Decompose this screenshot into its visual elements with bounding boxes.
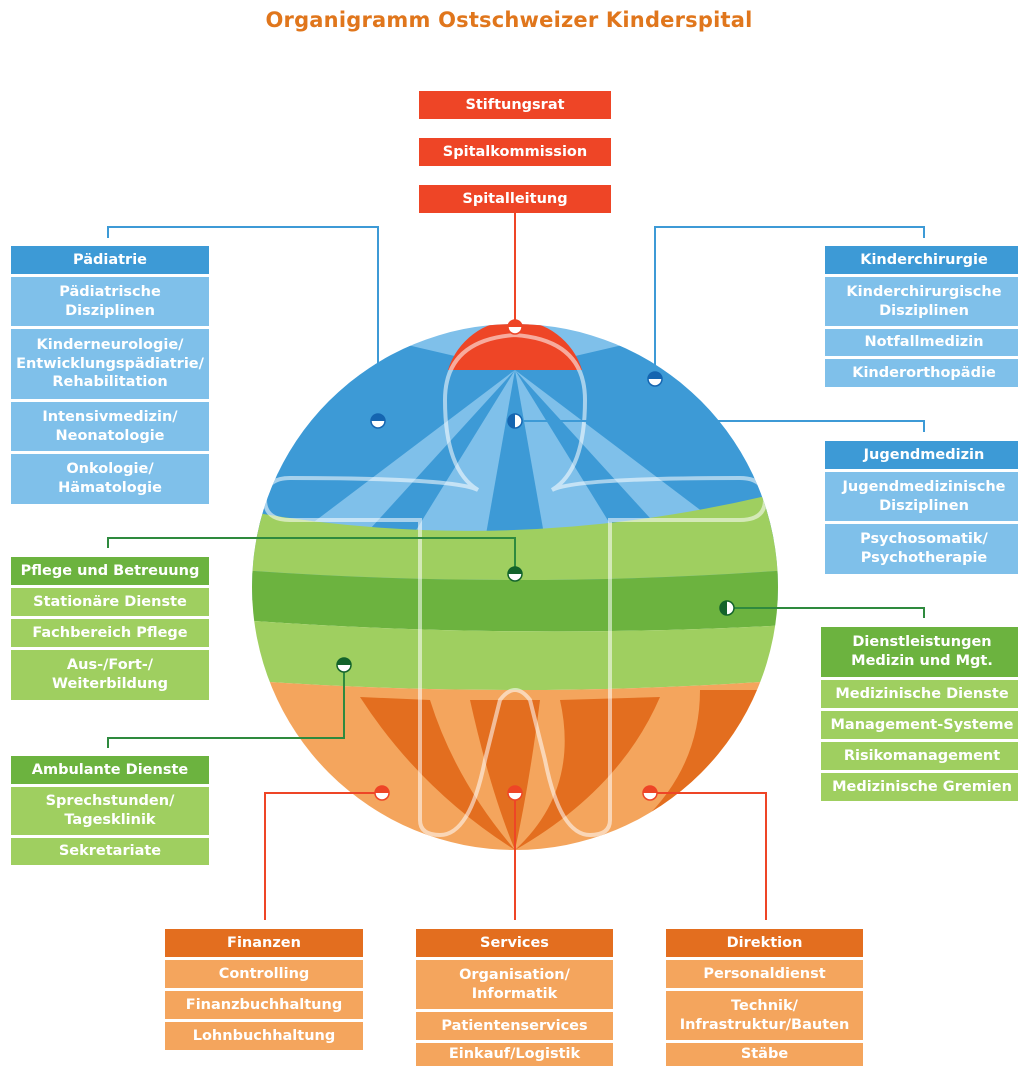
item-medizinische-gremien: Medizinische Gremien [821, 773, 1018, 801]
header-services: Services [416, 929, 613, 957]
item-jugendmedizinische-disziplinen: Jugendmedizinische Disziplinen [825, 472, 1018, 521]
item-stationaere-dienste: Stationäre Dienste [11, 588, 209, 616]
dot-finanzen [374, 785, 390, 801]
item-kinderneurologie: Kinderneurologie/ Entwicklungspädiatrie/… [11, 329, 209, 399]
dot-jugendmedizin [507, 413, 523, 429]
item-kinderorthopaedie: Kinderorthopädie [825, 359, 1018, 387]
item-paediatrische-disziplinen: Pädiatrische Disziplinen [11, 277, 209, 326]
dot-pflege [507, 566, 523, 582]
page-title: Organigramm Ostschweizer Kinderspital [265, 8, 753, 32]
item-psychosomatik: Psychosomatik/ Psychotherapie [825, 524, 1018, 574]
dot-ambulant [336, 657, 352, 673]
connector-lines [107, 213, 925, 920]
dot-dienstleistungen [719, 600, 735, 616]
item-onkologie: Onkologie/ Hämatologie [11, 454, 209, 504]
item-notfallmedizin: Notfallmedizin [825, 329, 1018, 356]
dot-services [507, 785, 523, 801]
item-personaldienst: Personaldienst [666, 960, 863, 988]
item-kinderchirurgische-disziplinen: Kinderchirurgische Disziplinen [825, 277, 1018, 326]
item-finanzbuchhaltung: Finanzbuchhaltung [165, 991, 363, 1019]
marker-dots [336, 319, 735, 801]
item-einkauf: Einkauf/Logistik [416, 1043, 613, 1066]
item-management-systeme: Management-Systeme [821, 711, 1018, 739]
dot-paediatrie [370, 413, 386, 429]
item-ausbildung: Aus-/Fort-/ Weiterbildung [11, 650, 209, 700]
item-risikomanagement: Risikomanagement [821, 742, 1018, 770]
item-technik: Technik/ Infrastruktur/Bauten [666, 991, 863, 1040]
item-sekretariate: Sekretariate [11, 838, 209, 865]
header-direktion: Direktion [666, 929, 863, 957]
header-pflege: Pflege und Betreuung [11, 557, 209, 585]
header-jugendmedizin: Jugendmedizin [825, 441, 1018, 469]
item-organisation: Organisation/ Informatik [416, 960, 613, 1009]
item-medizinische-dienste: Medizinische Dienste [821, 680, 1018, 708]
item-lohnbuchhaltung: Lohnbuchhaltung [165, 1022, 363, 1050]
dot-direktion [642, 785, 658, 801]
box-stiftungsrat: Stiftungsrat [419, 91, 611, 119]
item-patientenservices: Patientenservices [416, 1012, 613, 1040]
dot-kinderchirurgie [647, 371, 663, 387]
dot-spitalleitung [507, 319, 523, 335]
header-ambulant: Ambulante Dienste [11, 756, 209, 784]
globe-sphere [252, 324, 778, 850]
item-sprechstunden: Sprechstunden/ Tagesklinik [11, 787, 209, 835]
box-spitalkommission: Spitalkommission [419, 138, 611, 166]
item-fachbereich-pflege: Fachbereich Pflege [11, 619, 209, 647]
item-intensivmedizin: Intensivmedizin/ Neonatologie [11, 402, 209, 451]
header-kinderchirurgie: Kinderchirurgie [825, 246, 1018, 274]
item-staebe: Stäbe [666, 1043, 863, 1066]
header-paediatrie: Pädiatrie [11, 246, 209, 274]
box-spitalleitung: Spitalleitung [419, 185, 611, 213]
item-controlling: Controlling [165, 960, 363, 988]
header-finanzen: Finanzen [165, 929, 363, 957]
header-dienstleistungen: Dienstleistungen Medizin und Mgt. [821, 627, 1018, 677]
